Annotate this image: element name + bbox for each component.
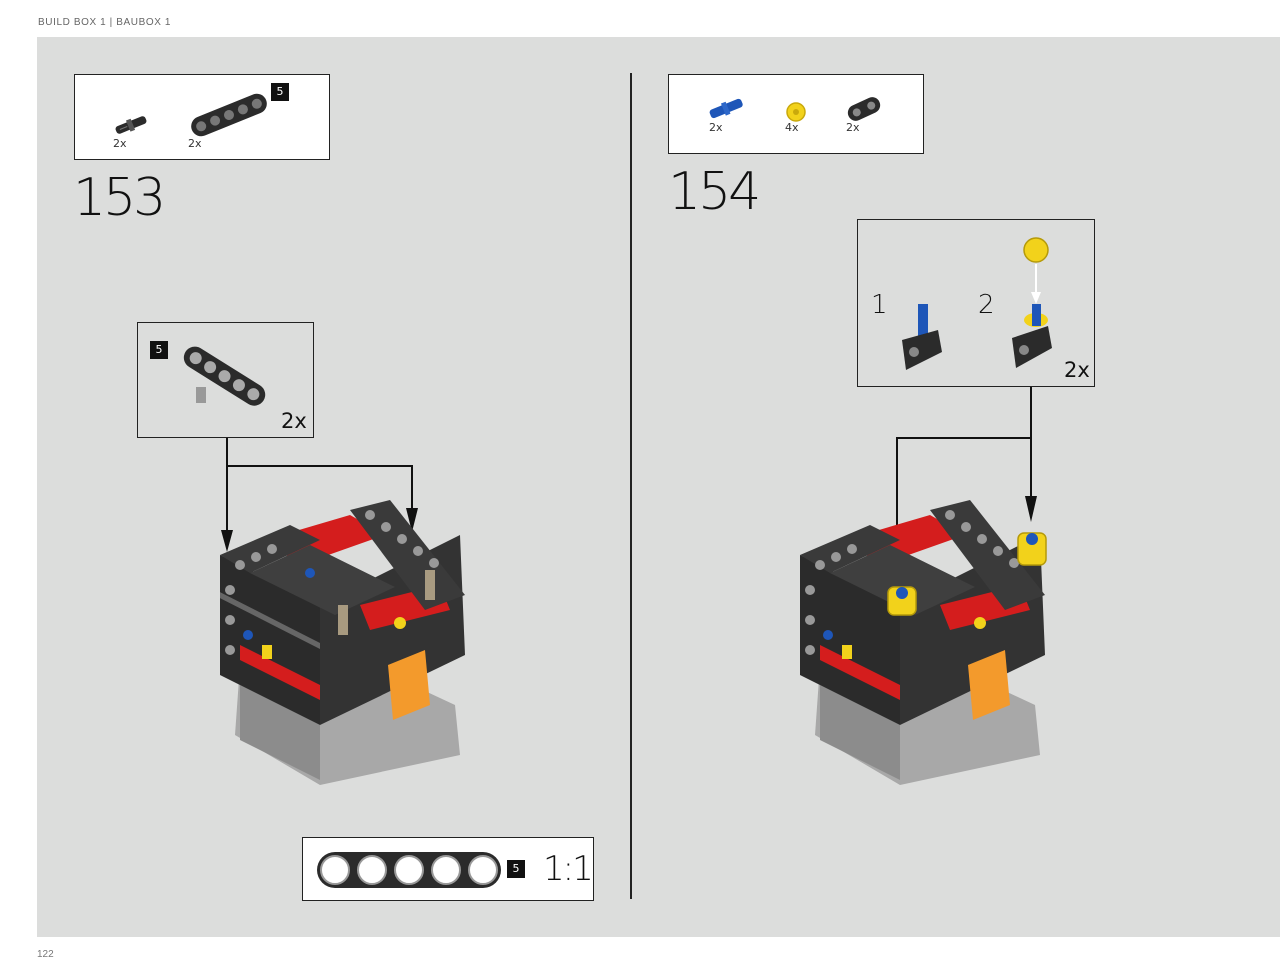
substep2-assembly-icon	[1012, 237, 1052, 368]
step-number-154: 154	[668, 162, 761, 222]
yellow-bush-icon	[786, 102, 806, 122]
substep-2: 2	[978, 290, 995, 320]
substep-1: 1	[871, 290, 888, 320]
callout-153: 5 2x	[137, 322, 314, 438]
qty-153-pin: 2x	[113, 137, 127, 150]
qty-154-bush: 4x	[785, 121, 799, 134]
callout-153-qty: 2x	[281, 409, 307, 433]
callout-154-qty: 2x	[1064, 358, 1090, 382]
callout-154: 1 2 2x	[857, 219, 1095, 387]
callout-beam-badge: 5	[150, 341, 168, 359]
step-divider	[630, 73, 632, 899]
qty-154-beam: 2x	[846, 121, 860, 134]
parts-list-153: 2x 2x 5	[74, 74, 330, 160]
scale-badge: 5	[507, 860, 525, 878]
beam-with-pin-icon	[183, 346, 266, 406]
qty-154-axlepin: 2x	[709, 121, 723, 134]
model-assembly-153	[220, 500, 465, 785]
scale-label: 1:1	[543, 849, 594, 889]
page-header: BUILD BOX 1 | BAUBOX 1	[38, 17, 172, 28]
scale-ruler-1-1: 5 1:1	[302, 837, 594, 901]
instruction-panel	[37, 37, 1280, 937]
qty-153-beam: 2x	[188, 137, 202, 150]
step-number-153: 153	[73, 168, 166, 228]
black-beam-2-icon	[847, 97, 881, 121]
page-number: 122	[37, 949, 54, 960]
model-assembly-154	[800, 500, 1047, 785]
parts-list-154: 2x 4x 2x	[668, 74, 924, 154]
beam-length-badge: 5	[271, 83, 289, 101]
blue-axle-pin-icon	[709, 98, 743, 119]
black-friction-pin-icon	[115, 116, 147, 134]
beam-5-actual-size-icon	[317, 852, 501, 888]
black-beam-5-icon	[191, 93, 267, 137]
substep1-assembly-icon	[902, 304, 942, 370]
